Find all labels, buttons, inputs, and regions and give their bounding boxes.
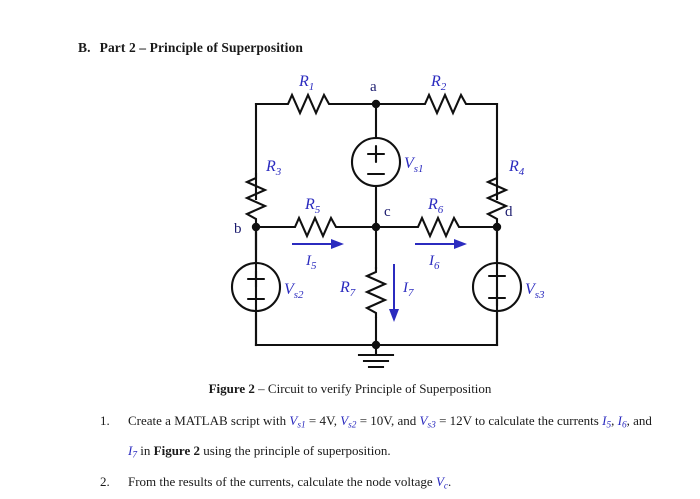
source-vs2-plus (246, 269, 266, 289)
resistor-r4-label: R4 (508, 158, 525, 178)
node-a-label: a (370, 79, 377, 95)
question-text-2: From the results of the currents, calcul… (128, 473, 452, 491)
resistor-r3-symbol (244, 173, 268, 224)
question-item-1: 1. Create a MATLAB script with Vs1 = 4V,… (100, 408, 660, 469)
inline-variable: I7 (128, 443, 138, 461)
figure-caption: Figure 2 – Circuit to verify Principle o… (0, 381, 700, 397)
node-b-label: b (234, 221, 242, 237)
node-d-dot (492, 222, 502, 232)
inline-variable: I6 (617, 413, 627, 431)
source-vs2-circle (230, 261, 282, 313)
inline-bold: Figure 2 (153, 443, 200, 459)
section-title: Part 2 – Principle of Superposition (99, 40, 303, 55)
source-vs3-plus (487, 288, 507, 308)
source-vs1-label: Vs1 (404, 155, 424, 175)
current-i7-label: I7 (402, 280, 414, 299)
question-number-2: 2. (100, 473, 110, 489)
inline-variable: I5 (602, 413, 612, 431)
question-text-1: Create a MATLAB script with Vs1 = 4V, Vs… (128, 413, 652, 461)
figure-caption-label: Figure 2 (208, 381, 255, 396)
resistor-r1-symbol (283, 92, 333, 116)
resistor-r3-label: R3 (265, 158, 282, 178)
circuit-figure: R1 R2 R3 R4 R5 R6 R7 Vs1 (0, 68, 700, 373)
circuit-svg: R1 R2 R3 R4 R5 R6 R7 Vs1 (230, 73, 545, 369)
question-number-1: 1. (100, 413, 110, 428)
current-i5-label: I5 (305, 253, 317, 272)
current-i6-label: I6 (428, 253, 440, 272)
resistor-r5-symbol (290, 215, 340, 239)
inline-variable: Vs3 (419, 413, 436, 431)
inline-variable: Vc (435, 473, 449, 491)
resistor-r1-label: R1 (298, 73, 314, 93)
inline-variable: Vs2 (340, 413, 357, 431)
node-c-dot (371, 222, 381, 232)
resistor-r6-symbol (413, 215, 463, 239)
question-list: 1. Create a MATLAB script with Vs1 = 4V,… (100, 408, 660, 499)
current-i5-arrow (292, 239, 344, 249)
node-a-dot (371, 99, 381, 109)
inline-variable: Vs1 (289, 413, 306, 431)
resistor-r6-label: R6 (427, 196, 444, 216)
current-i7-arrow (389, 264, 399, 322)
question-item-2: 2. From the results of the currents, cal… (100, 469, 660, 499)
node-d-label: d (505, 204, 513, 220)
source-vs3-label: Vs3 (525, 281, 545, 301)
section-heading: B. Part 2 – Principle of Superposition (78, 40, 303, 56)
resistor-r7-label: R7 (339, 279, 356, 299)
source-vs1-circle (350, 136, 402, 188)
resistor-r2-symbol (420, 92, 470, 116)
node-b-dot (251, 222, 261, 232)
figure-caption-text: – Circuit to verify Principle of Superpo… (254, 381, 492, 396)
source-vs2-label: Vs2 (284, 281, 304, 301)
resistor-r5-label: R5 (304, 196, 321, 216)
source-vs1-plus (366, 144, 386, 164)
resistor-r4-symbol (485, 173, 509, 224)
resistor-r2-label: R2 (430, 73, 447, 93)
node-c-label: c (384, 204, 391, 220)
source-vs3-circle (471, 261, 523, 313)
section-letter: B. (78, 40, 91, 55)
ground-icon (357, 343, 395, 369)
resistor-r7-symbol (364, 267, 388, 318)
current-i6-arrow (415, 239, 467, 249)
